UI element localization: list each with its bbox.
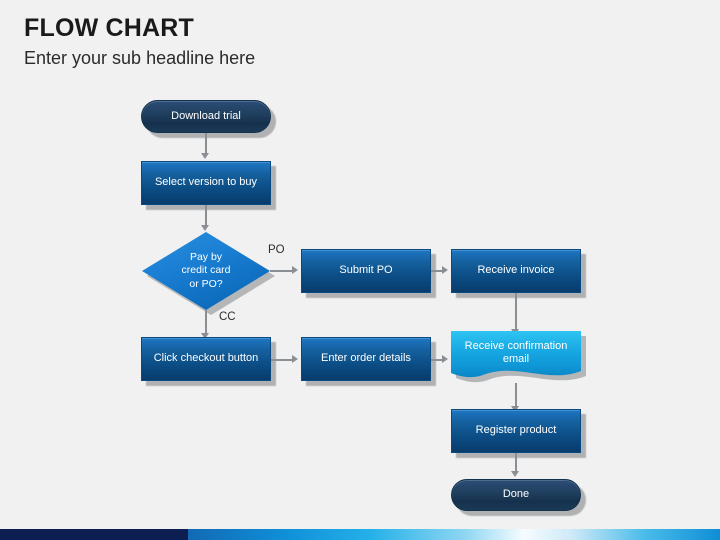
arrowhead-decision-to-submitpo <box>292 266 298 274</box>
node-receive-confirmation[interactable]: Receive confirmation email <box>451 331 581 383</box>
connector-decision-to-submitpo <box>270 270 294 272</box>
confirmation-label-line1: Receive confirmation <box>464 339 568 352</box>
node-register-product-label: Register product <box>475 424 557 437</box>
connector-confirmation-to-register <box>515 383 517 408</box>
footer-bar-navy-segment <box>0 529 188 540</box>
node-pay-decision-label: Pay by credit card or PO? <box>142 232 270 310</box>
arrowhead-decision-to-checkout <box>201 333 209 339</box>
decision-label-line3: or PO? <box>189 277 223 290</box>
page-subtitle: Enter your sub headline here <box>24 48 256 68</box>
node-submit-po[interactable]: Submit PO <box>301 249 431 293</box>
node-pay-decision[interactable]: Pay by credit card or PO? <box>142 232 270 310</box>
node-receive-invoice[interactable]: Receive invoice <box>451 249 581 293</box>
node-select-version[interactable]: Select version to buy <box>141 161 271 205</box>
page-title: FLOW CHART <box>24 14 195 42</box>
connector-decision-to-checkout <box>205 310 207 335</box>
node-select-version-label: Select version to buy <box>154 176 258 189</box>
arrowhead-select-to-decision <box>201 225 209 231</box>
connector-download-to-select <box>205 133 207 154</box>
confirmation-label-line2: email <box>502 353 530 365</box>
connector-submitpo-to-invoice <box>431 270 444 272</box>
node-enter-order[interactable]: Enter order details <box>301 337 431 381</box>
node-done-label: Done <box>502 488 530 501</box>
node-click-checkout-label: Click checkout button <box>153 352 259 365</box>
node-download-trial-label: Download trial <box>171 109 241 122</box>
connector-order-to-confirmation <box>431 359 444 361</box>
node-submit-po-label: Submit PO <box>339 264 393 277</box>
arrowhead-checkout-to-order <box>292 355 298 363</box>
connector-checkout-to-order <box>270 359 294 361</box>
footer-bar <box>0 529 720 540</box>
node-register-product[interactable]: Register product <box>451 409 581 453</box>
connector-select-to-decision <box>205 205 207 226</box>
arrowhead-download-to-select <box>201 153 209 159</box>
decision-label-line1: Pay by <box>189 250 223 263</box>
arrowhead-submitpo-to-invoice <box>442 266 448 274</box>
node-done[interactable]: Done <box>451 479 581 511</box>
document-shape <box>451 331 581 378</box>
node-download-trial[interactable]: Download trial <box>141 100 271 133</box>
arrowhead-order-to-confirmation <box>442 355 448 363</box>
connector-invoice-to-confirmation <box>515 293 517 331</box>
arrowhead-register-to-done <box>511 471 519 477</box>
edge-label-po: PO <box>268 244 285 256</box>
connector-register-to-done <box>515 453 517 473</box>
edge-label-cc: CC <box>219 311 236 323</box>
decision-label-line2: credit card <box>181 264 231 277</box>
node-click-checkout[interactable]: Click checkout button <box>141 337 271 381</box>
node-receive-confirmation-label: Receive confirmation email <box>451 331 581 375</box>
footer-bar-gradient-segment <box>188 529 720 540</box>
node-receive-invoice-label: Receive invoice <box>477 264 555 277</box>
node-enter-order-label: Enter order details <box>321 352 411 365</box>
